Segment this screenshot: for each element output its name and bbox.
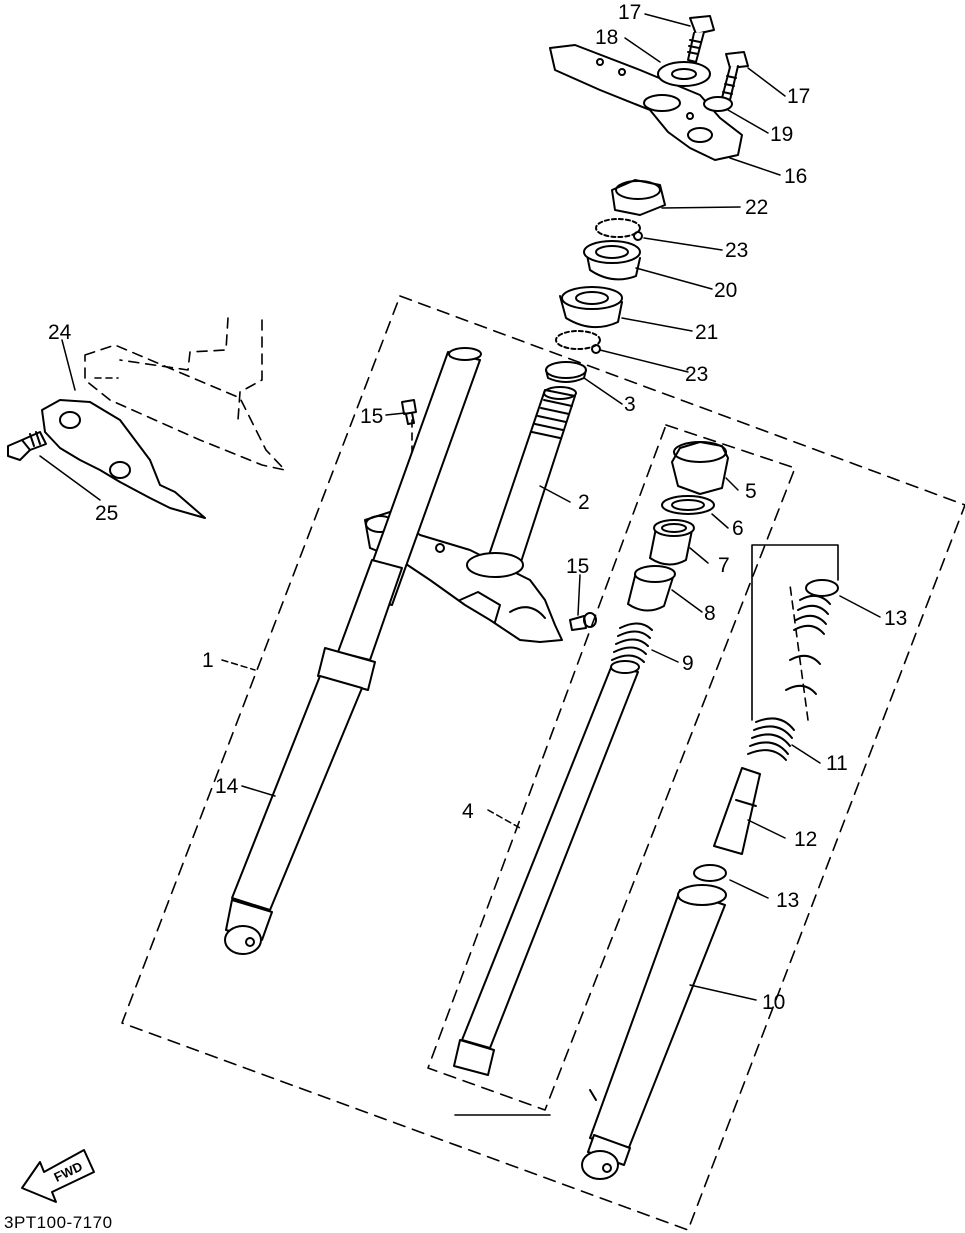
callout-23-lower: 23 (685, 363, 709, 386)
callout-10: 10 (762, 991, 786, 1014)
spring-9 (611, 622, 653, 663)
ring-13-upper (805, 579, 839, 597)
outer-tube-10 (581, 884, 727, 1180)
screw-15-upper (401, 399, 417, 425)
outline-inner-tube-4 (427, 424, 796, 1111)
ghost-bracket (84, 344, 286, 471)
left-fork-tube (224, 347, 482, 955)
leader-11-dash (789, 584, 809, 721)
callout-1: 1 (202, 649, 214, 672)
callout-3: 3 (624, 393, 636, 416)
callout-8: 8 (704, 602, 716, 625)
cap-5 (671, 441, 729, 495)
callout-9: 9 (682, 652, 694, 675)
ring-23-upper (595, 218, 641, 238)
seat-12 (713, 767, 761, 855)
callout-4: 4 (462, 800, 474, 823)
callout-23-upper: 23 (725, 239, 749, 262)
callout-17-top: 17 (618, 1, 642, 24)
fwd-arrow-icon: FWD (21, 1149, 95, 1203)
steering-stem-2 (487, 386, 577, 566)
bracket-24 (41, 399, 206, 519)
seal-6 (661, 495, 715, 515)
callout-6: 6 (732, 517, 744, 540)
callout-24: 24 (48, 321, 72, 344)
callout-16: 16 (784, 165, 808, 188)
race-20 (583, 240, 641, 281)
collar-8 (627, 565, 676, 612)
bolt-17-b (721, 51, 749, 101)
bolt-25 (7, 431, 47, 461)
callout-7: 7 (718, 554, 730, 577)
ring-23-lower (555, 330, 601, 350)
leader-lines (39, 13, 881, 1001)
outline-assembly-1 (121, 295, 965, 1231)
callout-5: 5 (745, 480, 757, 503)
leader-11-box (751, 544, 839, 721)
upper-bracket-16 (549, 44, 743, 161)
bushing-7 (649, 519, 695, 566)
callout-18: 18 (595, 26, 619, 49)
callout-21: 21 (695, 321, 719, 344)
washer-18 (657, 61, 711, 87)
callout-2: 2 (578, 491, 590, 514)
callout-22: 22 (745, 196, 769, 219)
callout-15-lower: 15 (566, 555, 590, 578)
nut-22 (611, 179, 666, 216)
callout-15-upper: 15 (360, 405, 384, 428)
callout-25: 25 (95, 502, 119, 525)
outline-mirror-ghost (119, 317, 263, 421)
callout-19: 19 (770, 123, 794, 146)
washer-19 (703, 96, 733, 112)
spring-11 (747, 594, 831, 761)
diagram-code: 3PT100-7170 (4, 1213, 113, 1232)
inner-tube-4 (453, 660, 640, 1076)
callout-20: 20 (714, 279, 738, 302)
callout-13-lower: 13 (776, 889, 800, 912)
seal-3 (545, 361, 587, 383)
screw-15-lower (569, 612, 597, 631)
race-21 (559, 286, 623, 329)
callout-11: 11 (826, 752, 848, 775)
callout-13-upper: 13 (884, 607, 908, 630)
bolt-17-a (687, 15, 715, 63)
callout-17-right: 17 (787, 85, 811, 108)
callout-14: 14 (215, 775, 239, 798)
callout-12: 12 (794, 828, 818, 851)
ring-13-lower (693, 864, 727, 882)
